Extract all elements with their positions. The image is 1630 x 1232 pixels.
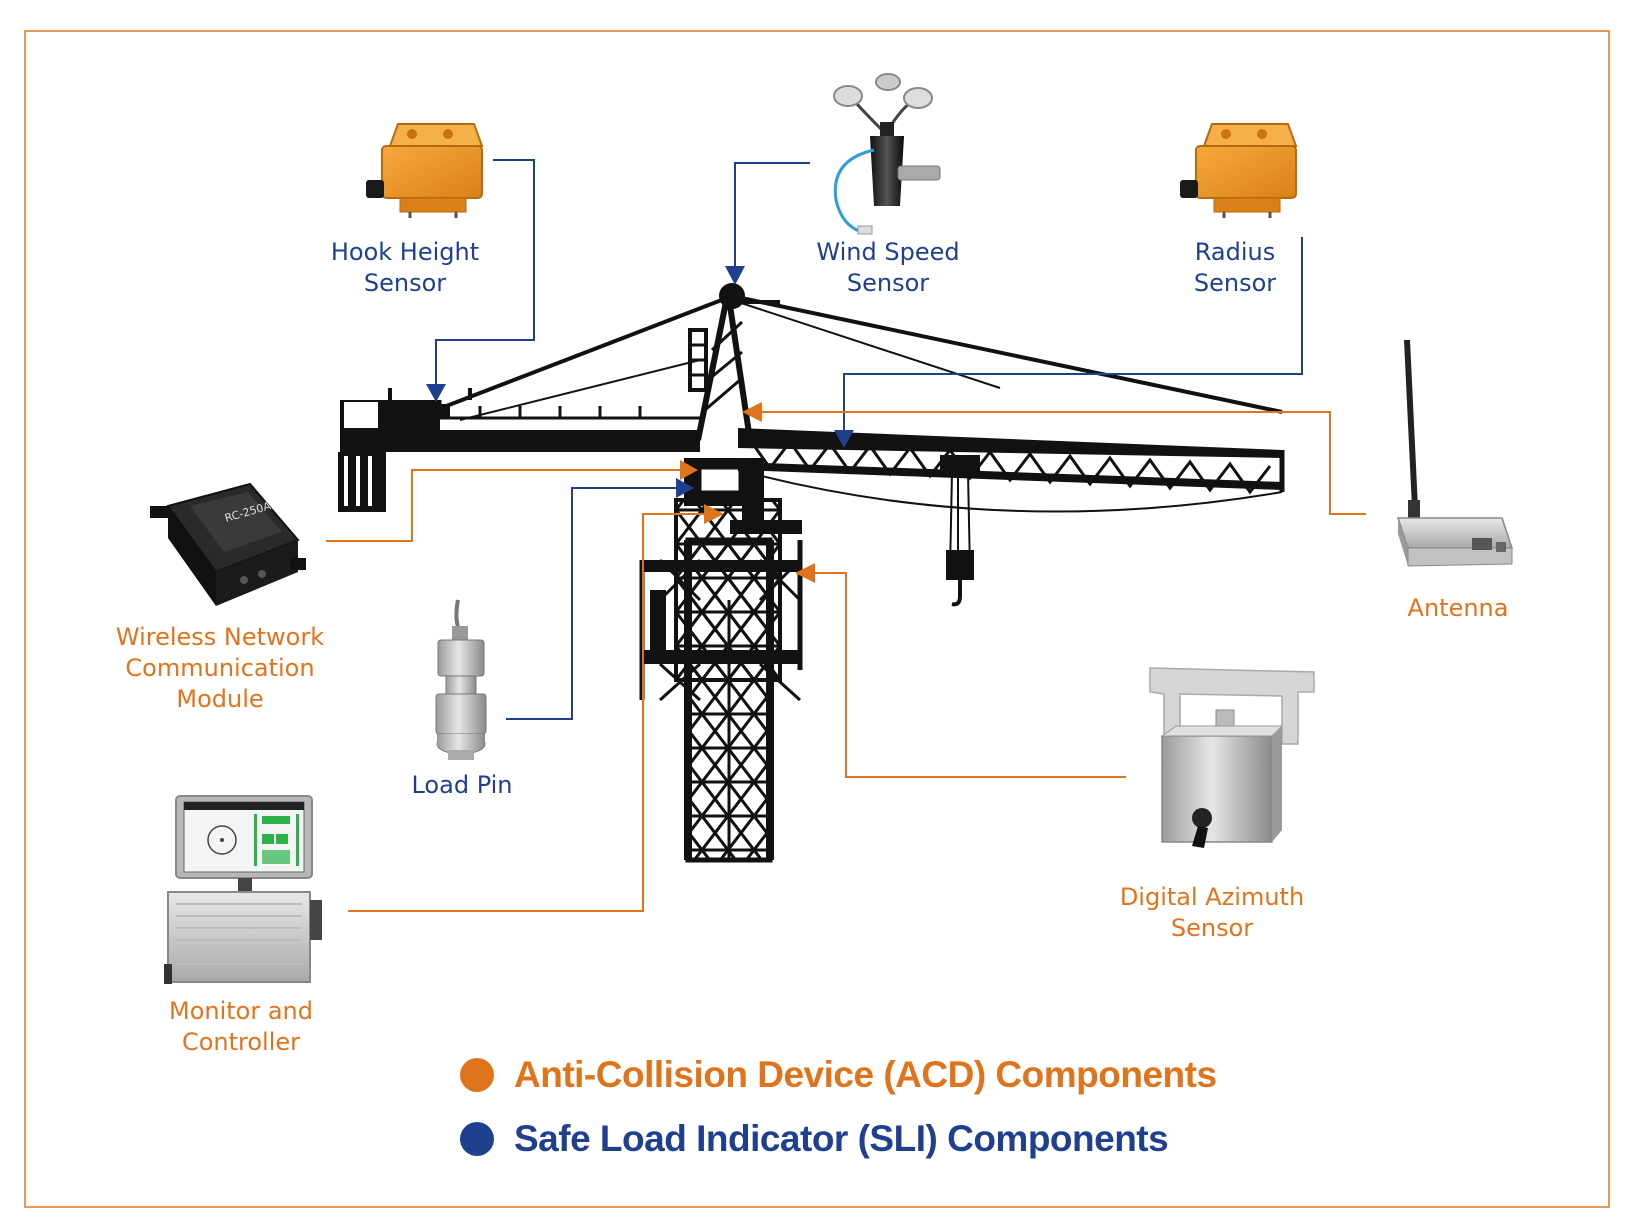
- connector-hook-height: [435, 159, 535, 392]
- label-wireless-module: Wireless Network Communication Module: [100, 622, 340, 715]
- connector-arrowheads: [426, 266, 854, 583]
- crane-counter-jib: [338, 388, 700, 512]
- antenna-line1: Antenna: [1407, 594, 1509, 622]
- antenna-device: [1396, 340, 1514, 567]
- arrow-hook-height: [426, 384, 446, 402]
- legend-sli: Safe Load Indicator (SLI) Components: [460, 1118, 1169, 1160]
- label-load-pin: Load Pin: [400, 770, 524, 801]
- arrow-antenna: [742, 402, 762, 422]
- arrow-wireless: [680, 460, 698, 480]
- radius-sensor-line1: Radius: [1194, 238, 1276, 266]
- connector-radius: [843, 237, 1303, 434]
- wind-speed-sensor-device: [833, 73, 941, 235]
- load-pin-device: [435, 599, 487, 760]
- tower-crane-silhouette: [338, 283, 1285, 863]
- legend-acd: Anti-Collision Device (ACD) Components: [460, 1054, 1217, 1096]
- hook-height-sensor-device: [366, 123, 484, 218]
- monitor-controller-device: [164, 795, 322, 984]
- wind-speed-sensor-line2: Sensor: [846, 269, 930, 297]
- connector-wireless: [326, 469, 684, 542]
- label-monitor-controller: Monitor and Controller: [160, 996, 322, 1058]
- connector-lines: [326, 159, 1366, 912]
- connector-antenna: [750, 411, 1366, 515]
- legend-sli-dot: [460, 1122, 494, 1156]
- connector-monitor: [348, 513, 712, 912]
- connector-wind-speed: [734, 162, 810, 272]
- legend-acd-dot: [460, 1058, 494, 1092]
- hook-height-sensor-line2: Sensor: [363, 269, 447, 297]
- digital-azimuth-sensor-device: [1149, 667, 1315, 848]
- wireless-module-line3: Module: [176, 685, 264, 713]
- crane-tie-lines: [409, 294, 1283, 422]
- label-hook-height-sensor: Hook Height Sensor: [316, 237, 494, 299]
- digital-azimuth-sensor-line1: Digital Azimuth: [1119, 883, 1305, 911]
- frame-border: [24, 30, 1610, 1208]
- label-digital-azimuth-sensor: Digital Azimuth Sensor: [1112, 882, 1312, 944]
- wireless-module-line1: Wireless Network: [115, 623, 325, 651]
- monitor-controller-line2: Controller: [181, 1028, 301, 1056]
- radius-sensor-line2: Sensor: [1193, 269, 1277, 297]
- arrow-wind-speed: [725, 266, 745, 285]
- arrow-monitor: [704, 504, 724, 524]
- label-antenna: Antenna: [1398, 593, 1518, 624]
- arrow-azimuth: [795, 563, 815, 583]
- legend-acd-text: Anti-Collision Device (ACD) Components: [514, 1054, 1217, 1095]
- monitor-controller-line1: Monitor and: [168, 997, 313, 1025]
- crane-hook-block: [940, 455, 980, 607]
- label-radius-sensor: Radius Sensor: [1180, 237, 1290, 299]
- connector-azimuth: [805, 572, 1126, 778]
- load-pin-line1: Load Pin: [411, 771, 513, 799]
- label-wind-speed-sensor: Wind Speed Sensor: [800, 237, 976, 299]
- legend-sli-text: Safe Load Indicator (SLI) Components: [514, 1118, 1169, 1159]
- crane-main-jib: [737, 428, 1285, 513]
- arrow-load-pin: [676, 478, 694, 498]
- wireless-module-device: RC-250A: [150, 482, 306, 606]
- hook-height-sensor-line1: Hook Height: [330, 238, 480, 266]
- wind-speed-sensor-line1: Wind Speed: [816, 238, 960, 266]
- wireless-module-line2: Communication: [125, 654, 315, 682]
- radius-sensor-device: [1180, 123, 1298, 218]
- digital-azimuth-sensor-line2: Sensor: [1170, 914, 1254, 942]
- arrow-radius: [834, 430, 854, 448]
- connector-load-pin: [506, 487, 680, 720]
